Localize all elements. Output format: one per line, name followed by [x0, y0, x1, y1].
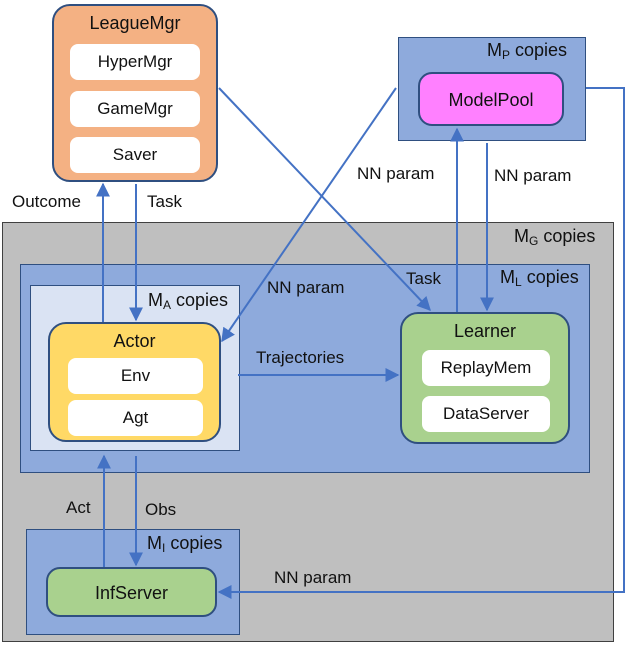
- model-pool-title: ModelPool: [448, 90, 534, 110]
- task-right-label: Task: [406, 269, 441, 288]
- inf-server-node: InfServer: [46, 567, 217, 617]
- nn-param-actor-label: NN param: [267, 278, 345, 297]
- hypermgr-item: HyperMgr: [70, 44, 200, 80]
- nn-param-to-actor-arrow: [221, 87, 397, 343]
- ml-copies-label: ML copies: [500, 267, 579, 289]
- actor-title: Actor: [113, 331, 156, 351]
- trajectories-label: Trajectories: [256, 348, 345, 367]
- obs-label: Obs: [145, 500, 177, 519]
- dataserver-item: DataServer: [422, 396, 550, 432]
- env-item: Env: [68, 358, 203, 394]
- act-label: Act: [66, 498, 91, 517]
- league-mgr-node: LeagueMgr HyperMgr GameMgr Saver: [52, 4, 218, 182]
- saver-item: Saver: [70, 137, 200, 173]
- mi-copies-label: MI copies: [147, 533, 223, 555]
- mg-copies-label: MG copies: [514, 226, 596, 248]
- learner-title: Learner: [453, 321, 517, 341]
- nn-param-to-infserver-arrow: [217, 87, 625, 599]
- task-left-label: Task: [147, 192, 182, 211]
- outcome-label: Outcome: [12, 192, 81, 211]
- nn-param-mp-left-label: NN param: [357, 164, 435, 183]
- task-right-arrow: [218, 87, 431, 312]
- model-pool-node: ModelPool: [418, 72, 564, 126]
- league-mgr-title: LeagueMgr: [89, 13, 181, 33]
- inf-server-title: InfServer: [94, 583, 169, 603]
- agt-item: Agt: [68, 400, 203, 436]
- actor-node: Actor Env Agt: [48, 322, 221, 442]
- replaymem-item: ReplayMem: [422, 350, 550, 386]
- gamemgr-item: GameMgr: [70, 91, 200, 127]
- nn-param-mp-right-label: NN param: [494, 166, 572, 185]
- nn-param-inf-label: NN param: [274, 568, 352, 587]
- ma-copies-label: MA copies: [148, 290, 229, 312]
- learner-node: Learner ReplayMem DataServer: [400, 312, 570, 444]
- mp-copies-label: MP copies: [487, 40, 568, 62]
